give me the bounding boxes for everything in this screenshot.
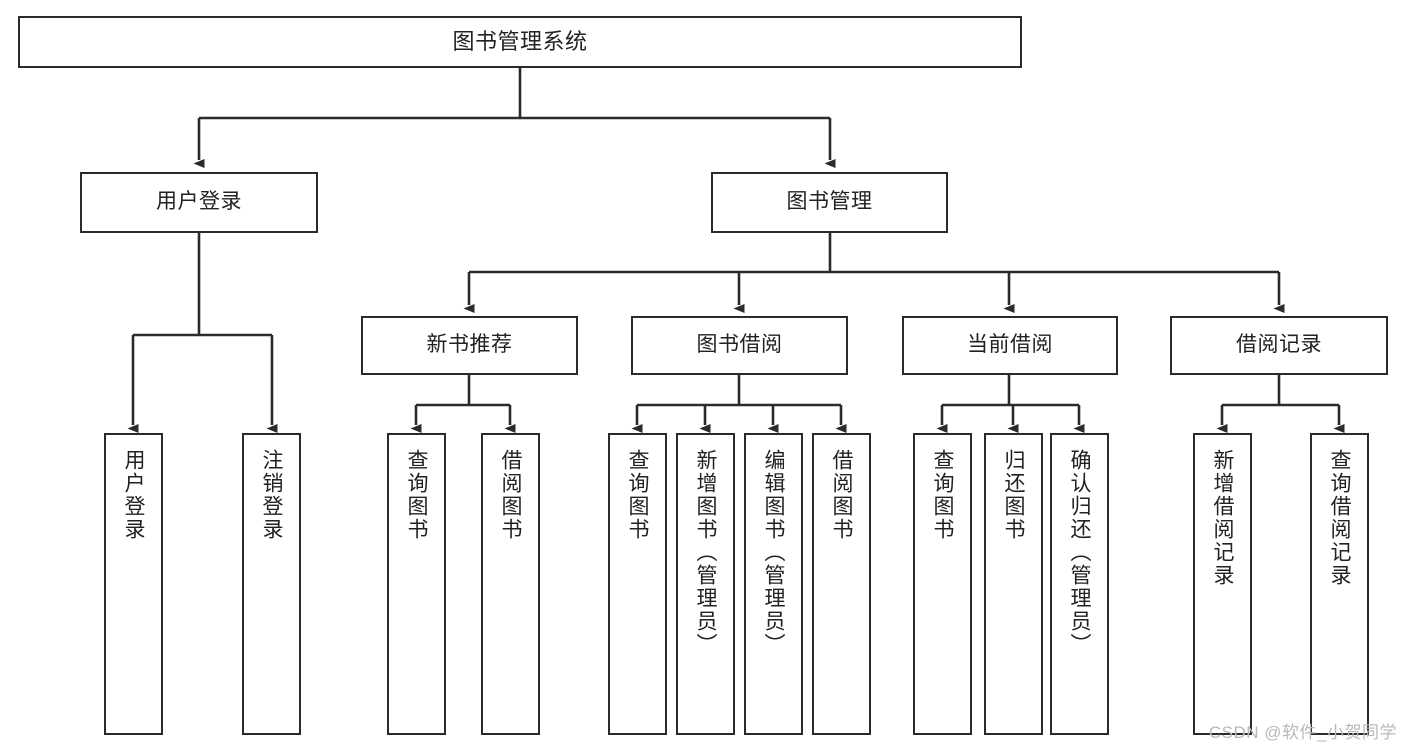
node-label: 确认归还（管理员）	[1068, 449, 1092, 656]
node-book-borrow[interactable]: 图书借阅	[631, 316, 848, 375]
node-label: 新书推荐	[426, 333, 513, 357]
node-label: 图书管理	[786, 190, 873, 214]
node-label: 查询图书	[405, 449, 429, 541]
leaf-borrow-book-borrow[interactable]: 借阅图书	[812, 433, 871, 735]
node-label: 归还图书	[1002, 449, 1026, 541]
leaf-confirm-return-admin[interactable]: 确认归还（管理员）	[1050, 433, 1109, 735]
leaf-query-borrow-record[interactable]: 查询借阅记录	[1310, 433, 1369, 735]
node-label: 借阅图书	[830, 449, 854, 541]
node-label: 用户登录	[156, 190, 242, 214]
node-label: 图书借阅	[696, 333, 783, 357]
node-label: 编辑图书（管理员）	[762, 449, 786, 656]
leaf-user-login[interactable]: 用户登录	[104, 433, 163, 735]
node-book-management[interactable]: 图书管理	[711, 172, 948, 233]
node-user-login[interactable]: 用户登录	[80, 172, 318, 233]
csdn-watermark: CSDN @软件_小贺同学	[1208, 723, 1397, 742]
leaf-add-book-admin[interactable]: 新增图书（管理员）	[676, 433, 735, 735]
leaf-edit-book-admin[interactable]: 编辑图书（管理员）	[744, 433, 803, 735]
node-label: 图书管理系统	[452, 29, 588, 55]
node-label: 查询图书	[931, 449, 955, 541]
leaf-query-book-borrow[interactable]: 查询图书	[608, 433, 667, 735]
leaf-query-book-current[interactable]: 查询图书	[913, 433, 972, 735]
leaf-return-book[interactable]: 归还图书	[984, 433, 1043, 735]
node-current-borrow[interactable]: 当前借阅	[902, 316, 1118, 375]
node-label: 用户登录	[122, 449, 146, 541]
node-root-book-management-system[interactable]: 图书管理系统	[18, 16, 1022, 68]
node-label: 查询借阅记录	[1328, 449, 1352, 587]
node-label: 借阅图书	[499, 449, 523, 541]
leaf-borrow-book-recommend[interactable]: 借阅图书	[481, 433, 540, 735]
node-label: 借阅记录	[1236, 333, 1322, 357]
node-label: 查询图书	[626, 449, 650, 541]
node-label: 注销登录	[260, 449, 284, 541]
node-new-book-recommend[interactable]: 新书推荐	[361, 316, 578, 375]
node-label: 新增图书（管理员）	[694, 449, 718, 656]
node-label: 新增借阅记录	[1211, 449, 1235, 587]
leaf-query-book-recommend[interactable]: 查询图书	[387, 433, 446, 735]
node-borrow-record[interactable]: 借阅记录	[1170, 316, 1388, 375]
node-label: 当前借阅	[967, 333, 1053, 357]
leaf-logout-login[interactable]: 注销登录	[242, 433, 301, 735]
leaf-add-borrow-record[interactable]: 新增借阅记录	[1193, 433, 1252, 735]
